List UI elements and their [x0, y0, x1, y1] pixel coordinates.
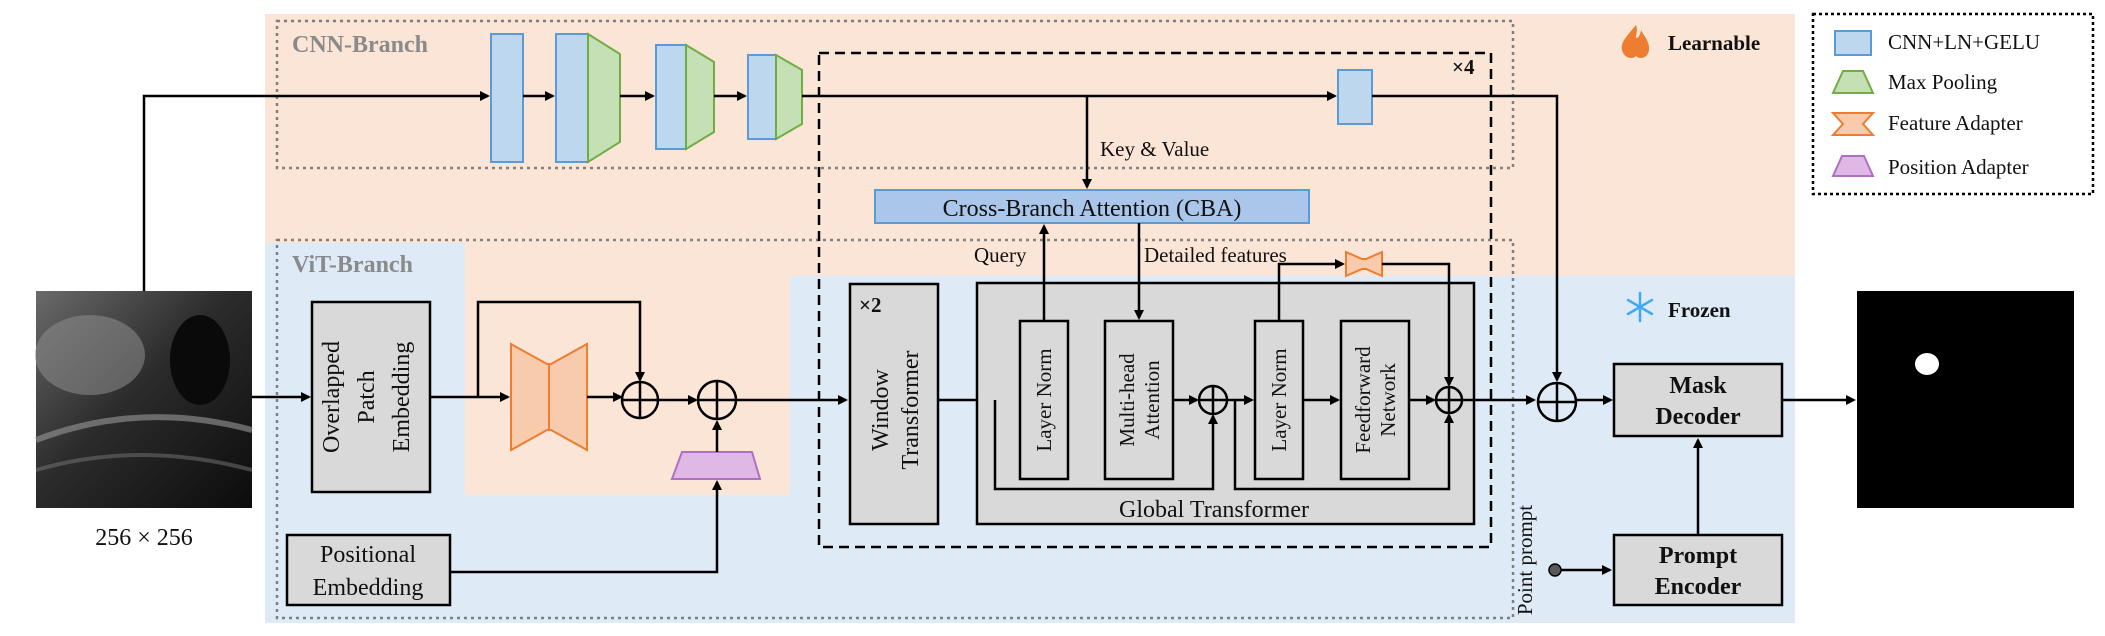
feature-adapter-small — [1345, 250, 1383, 278]
flame-icon — [1621, 25, 1650, 58]
legend-label-position-adapter: Position Adapter — [1888, 155, 2029, 179]
cnn-block-4 — [747, 54, 777, 140]
frozen-label: Frozen — [1668, 298, 1731, 322]
mask-decoder-label-2: Decoder — [1655, 404, 1741, 430]
patch-embedding-label-1: Overlapped — [319, 341, 345, 453]
patch-embedding-label-2: Patch — [354, 370, 380, 423]
point-prompt-label: Point prompt — [1513, 505, 1537, 615]
cba-block — [874, 189, 1310, 224]
residual-2 — [1233, 400, 1454, 491]
window-transformer-label-1: Window — [868, 368, 894, 450]
input-ultrasound-image — [34, 291, 253, 508]
key-value-label: Key & Value — [1100, 137, 1209, 161]
add-node-fusion — [1536, 381, 1578, 423]
mha-label-2: Attention — [1140, 360, 1164, 440]
cnn-branch-box — [275, 19, 1515, 170]
cnn-block-3 — [655, 44, 687, 150]
patch-embedding-label-3: Embedding — [389, 342, 415, 453]
snowflake-icon — [1626, 291, 1654, 323]
position-adapter — [670, 451, 762, 480]
maxpool-2 — [685, 43, 715, 151]
legend-swatch-position-adapter — [1831, 155, 1875, 177]
positional-embedding-block — [285, 533, 452, 607]
ffn-label-1: Feedforward — [1351, 346, 1375, 454]
cnn-block-1 — [490, 33, 524, 163]
input-size-label: 256 × 256 — [95, 525, 193, 551]
arrow-cnn-to-fusion — [1372, 94, 1562, 382]
detailed-features-label: Detailed features — [1144, 243, 1287, 267]
arrow-positional-to-adapter — [450, 480, 722, 574]
arrow-image-to-cnn — [142, 91, 490, 291]
legend-swatch-cnn — [1834, 30, 1872, 56]
residual-1 — [993, 400, 1218, 491]
arrow-small-adapter-out — [1382, 262, 1454, 387]
legend: CNN+LN+GELU Max Pooling Feature Adapter … — [1811, 12, 2095, 196]
cnn-block-2 — [555, 33, 589, 163]
legend-swatch-maxpool — [1831, 70, 1875, 94]
prompt-encoder-label-1: Prompt — [1659, 543, 1737, 569]
maxpool-3 — [775, 53, 803, 141]
positional-embedding-label-1: Positional — [320, 542, 416, 568]
frozen-region-2 — [460, 495, 800, 623]
legend-label-feature-adapter: Feature Adapter — [1888, 111, 2023, 135]
cnn-branch-label: CNN-Branch — [292, 32, 428, 58]
prompt-encoder-block — [1612, 533, 1784, 607]
repeat-x4-label: ×4 — [1452, 55, 1475, 79]
skip-connection-adapter — [476, 300, 645, 397]
add-node-2 — [696, 379, 738, 421]
point-prompt-dot — [1548, 563, 1562, 577]
legend-label-cnn: CNN+LN+GELU — [1888, 30, 2040, 54]
mha-label-1: Multi-head — [1115, 353, 1139, 447]
vit-branch-box — [275, 238, 1515, 620]
repeat-block-box — [817, 51, 1493, 549]
legend-label-maxpool: Max Pooling — [1888, 70, 1998, 94]
prompt-encoder-label-2: Encoder — [1655, 574, 1742, 600]
layer-norm-2-label: Layer Norm — [1267, 348, 1291, 451]
maxpool-1 — [587, 32, 621, 164]
learnable-label: Learnable — [1668, 31, 1760, 55]
vit-branch-label: ViT-Branch — [292, 252, 413, 278]
positional-embedding-label-2: Embedding — [313, 575, 424, 601]
add-node-1 — [620, 380, 660, 420]
global-transformer-label: Global Transformer — [1119, 497, 1309, 523]
layer-norm-1-label: Layer Norm — [1032, 348, 1056, 451]
query-label: Query — [974, 243, 1027, 267]
cnn-block-5 — [1337, 69, 1373, 125]
window-transformer-block — [848, 282, 940, 526]
layer-norm-1 — [1018, 319, 1070, 481]
arrow-to-small-adapter — [1277, 259, 1345, 321]
mask-decoder-label-1: Mask — [1669, 373, 1727, 399]
cba-label: Cross-Branch Attention (CBA) — [943, 196, 1242, 222]
add-node-3 — [1197, 384, 1229, 416]
ffn-label-2: Network — [1376, 363, 1400, 437]
output-mask-image — [1857, 291, 2074, 508]
add-node-4 — [1434, 385, 1464, 415]
multi-head-attention-block — [1103, 319, 1175, 481]
repeat-x2-label: ×2 — [859, 293, 881, 317]
window-transformer-label-2: Transformer — [898, 350, 924, 469]
mask-decoder-block — [1612, 362, 1784, 438]
legend-swatch-feature-adapter — [1830, 112, 1876, 136]
